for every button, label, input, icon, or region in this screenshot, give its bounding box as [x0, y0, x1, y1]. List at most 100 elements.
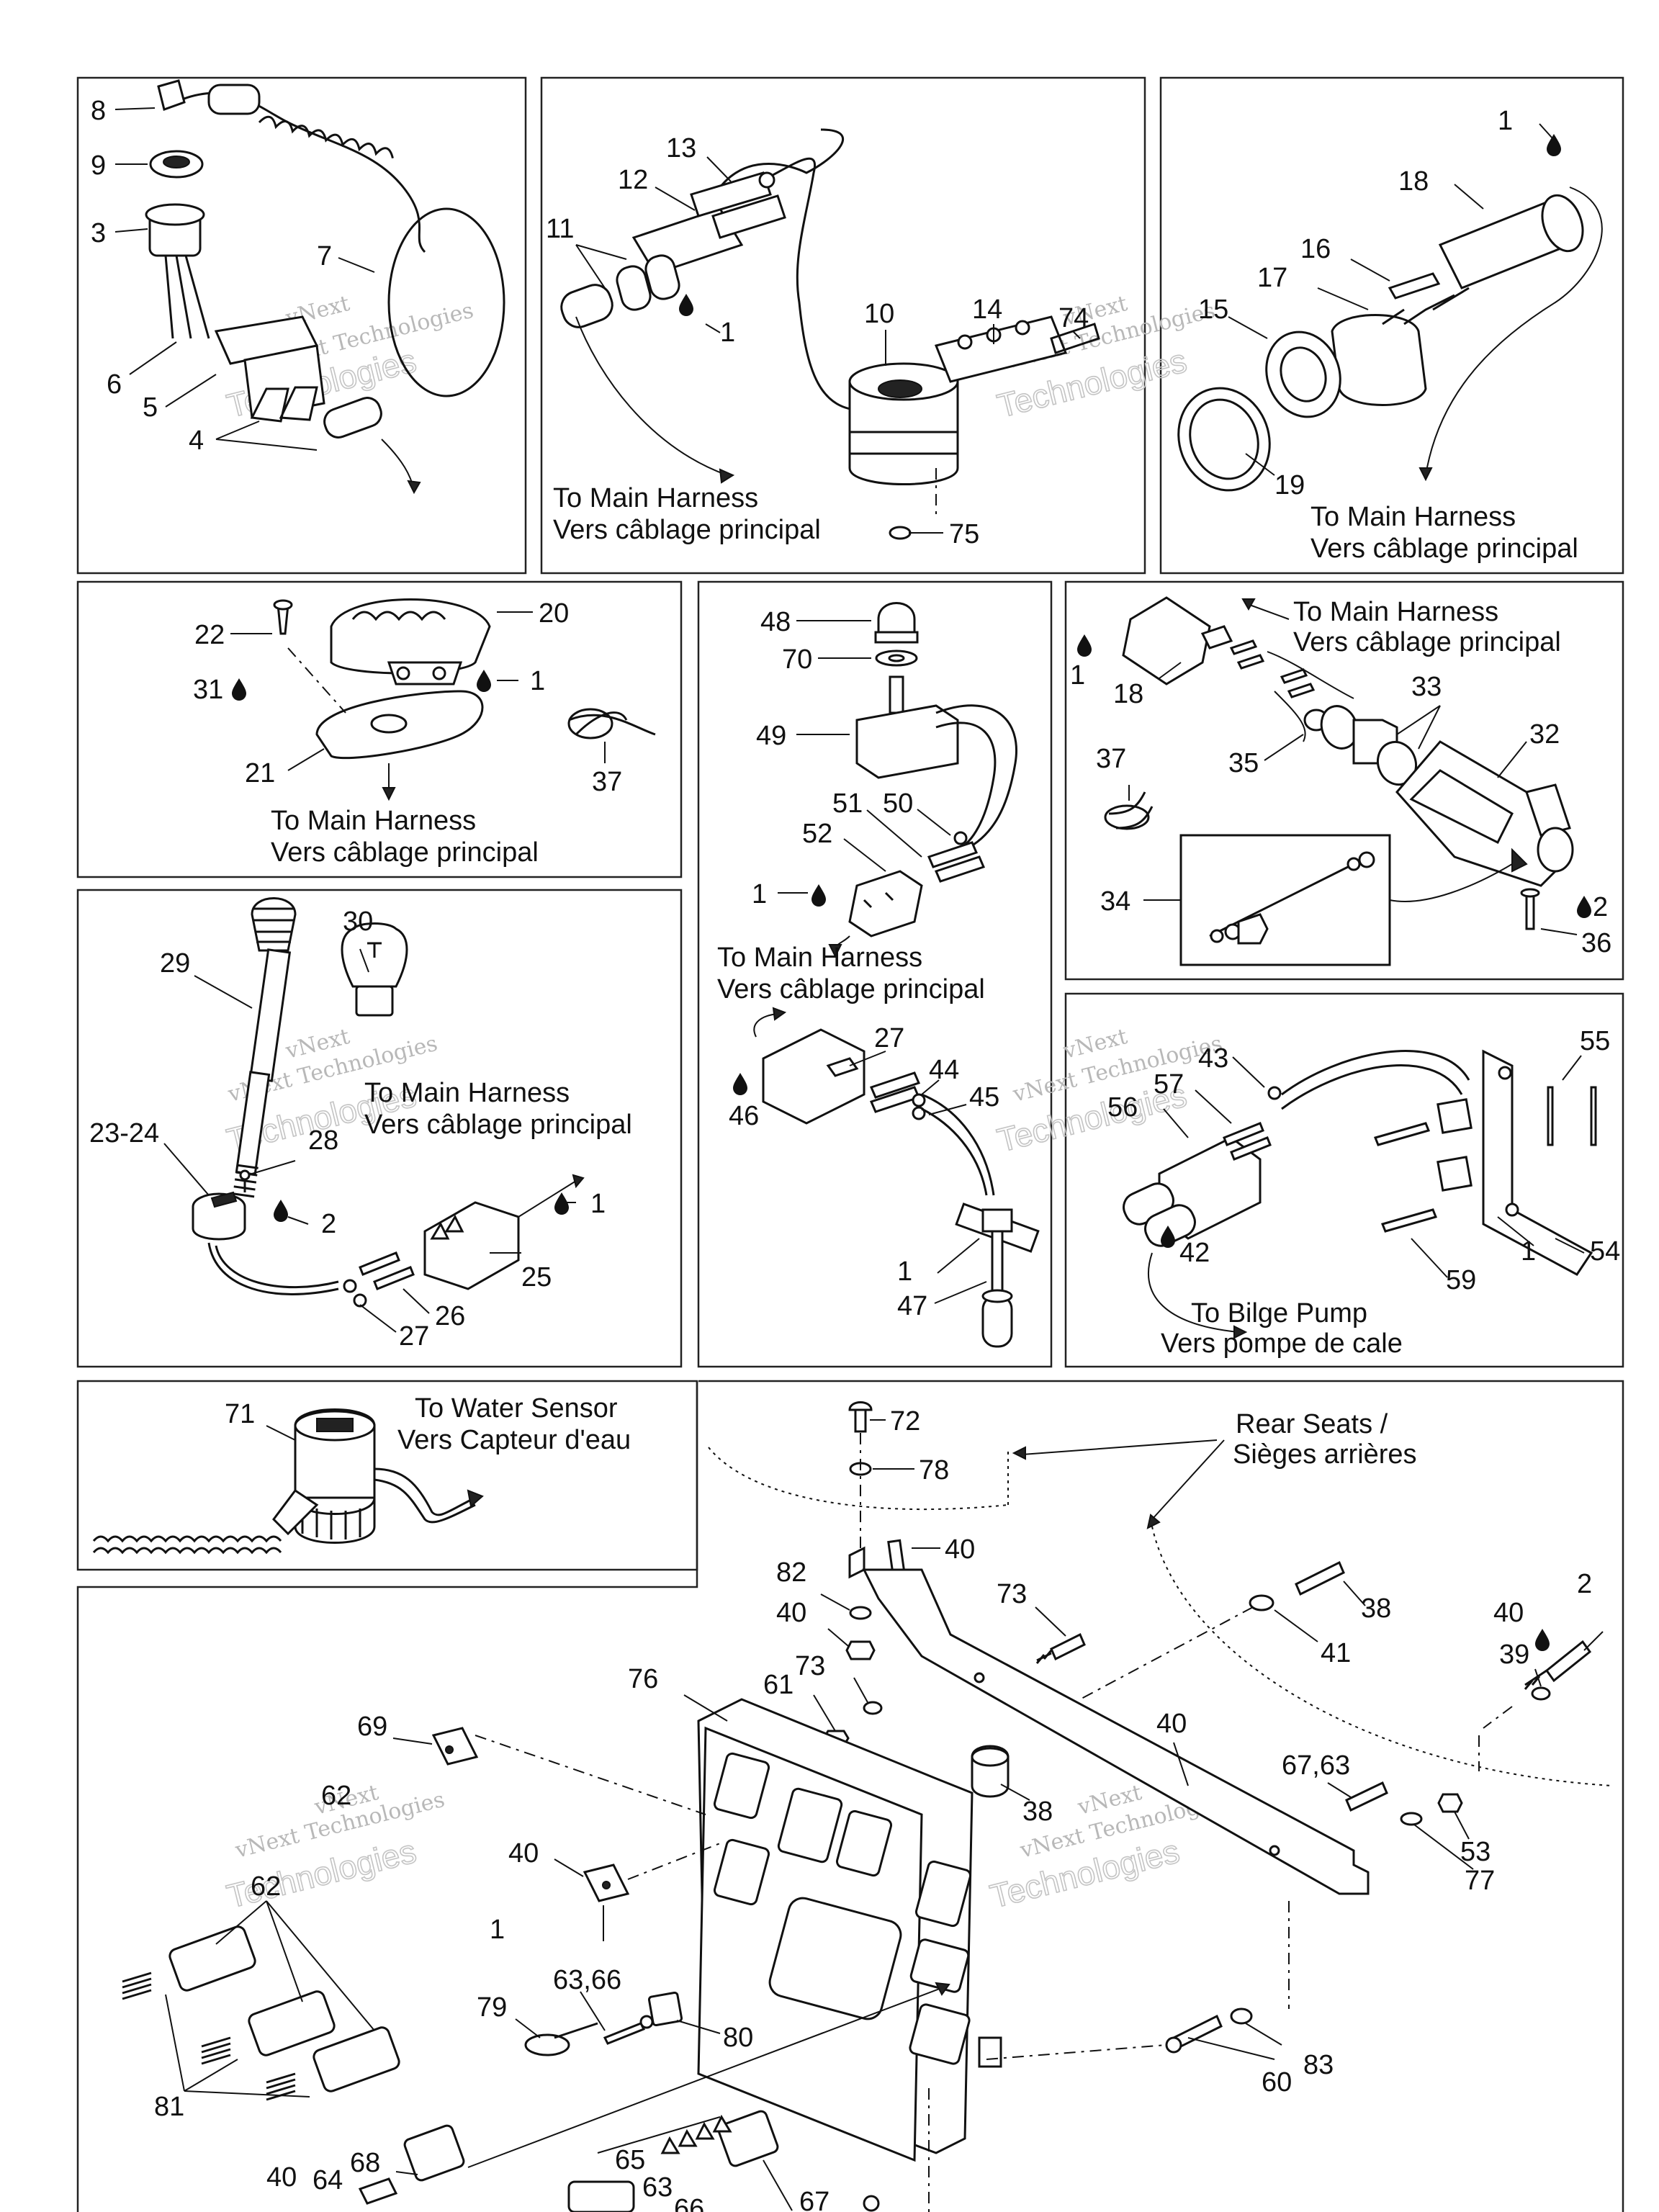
- callout-6: 6: [107, 369, 122, 400]
- callout-17: 17: [1257, 263, 1287, 293]
- callout-77: 53: [1460, 1837, 1491, 1867]
- callout-73: 40: [776, 1598, 806, 1628]
- callout-52: 52: [802, 819, 832, 849]
- callout-22: 22: [194, 620, 225, 650]
- callout-2: 40: [1493, 1598, 1524, 1628]
- callout-31: 31: [193, 675, 223, 705]
- callout-29: 29: [160, 948, 190, 979]
- callout-40: 83: [1303, 2050, 1334, 2080]
- callout-16: 16: [1300, 234, 1331, 264]
- panel-1-callouts: 8 9 3 7 6 5 4: [91, 96, 332, 456]
- callout-11: 11: [546, 214, 574, 244]
- panel-4-callouts: 22 20 31 1 21 37 To Main Harness Vers câ…: [193, 598, 622, 868]
- callout-1: 1: [530, 666, 545, 696]
- callout-44: 27: [874, 1023, 904, 1053]
- callout-40: 41: [1321, 1638, 1351, 1668]
- callout-34: 34: [1100, 886, 1130, 917]
- callout-41: 38: [1361, 1593, 1391, 1624]
- callout-57: 43: [1198, 1043, 1228, 1074]
- callout-80: 79: [477, 1992, 507, 2023]
- callout-23-24: 23-24: [89, 1118, 159, 1148]
- callout-38: 67,63: [1282, 1750, 1350, 1781]
- panel-6-callouts: 1 18 33 37 35 32 34 2 36 To Main Harness…: [1070, 597, 1611, 958]
- caption-vers-cablage: Vers câblage principal: [1310, 534, 1578, 564]
- callout-3: 3: [91, 218, 106, 248]
- panel-10-callouts: 72 78 40 82 40 73 38 41 40 2 39 76 61 73…: [154, 1406, 1592, 2212]
- callout-1: 1: [752, 879, 767, 909]
- horn-assembly: [560, 128, 1100, 540]
- caption-to-water-sensor: To Water Sensor: [415, 1393, 618, 1424]
- panel-2-callouts: 13 12 11 1 10 14 74 75 To Main Harness V…: [546, 133, 1089, 549]
- caption-vers-pompe: Vers pompe de cale: [1161, 1328, 1403, 1359]
- switch-assembly: [273, 598, 656, 801]
- callout-73: 61: [763, 1670, 793, 1700]
- caption-to-main-harness: To Main Harness: [271, 806, 476, 836]
- panel-navigation-light: [76, 889, 683, 1368]
- callout-64: 40: [266, 2162, 297, 2193]
- panel-5-callouts: 48 70 49 51 50 52 1 To Main Harness Vers…: [717, 607, 999, 1321]
- callout-62: 40: [508, 1838, 539, 1869]
- callout-19: 19: [1274, 470, 1305, 500]
- oil-drop-icon: [1077, 634, 1092, 657]
- callout-15: 15: [1198, 295, 1228, 325]
- callout-46: 45: [969, 1082, 999, 1112]
- panel-3-leaders: [1228, 123, 1553, 476]
- callout-12: 12: [618, 165, 648, 195]
- callout-55: 56: [1107, 1092, 1138, 1123]
- panel-8-leaders: [1163, 1055, 1585, 1278]
- callout-14: 14: [972, 295, 1002, 325]
- caption-to-main-harness: To Main Harness: [1293, 597, 1498, 627]
- callout-37: 37: [592, 767, 622, 797]
- callout-8: 8: [91, 96, 106, 126]
- panel-9-callouts: 71 To Water Sensor Vers Capteur d'eau: [225, 1393, 631, 1455]
- caption-vers-cablage: Vers câblage principal: [1293, 627, 1561, 657]
- socket-assembly: [1177, 134, 1603, 492]
- caption-vers-capteur: Vers Capteur d'eau: [397, 1425, 631, 1455]
- callout-48: 48: [760, 607, 791, 637]
- electrical-box-assembly: [122, 1401, 1614, 2212]
- oil-drop-icon: [232, 678, 246, 701]
- callout-28: 28: [308, 1125, 338, 1156]
- callout-83: 60: [1262, 2067, 1292, 2098]
- callout-66: 63: [642, 2172, 673, 2203]
- callout-1: 1: [1070, 660, 1085, 691]
- callout-56: 57: [1154, 1069, 1184, 1100]
- caption-vers-cablage: Vers câblage principal: [553, 515, 821, 545]
- callout-40: 78: [919, 1455, 949, 1485]
- callout-7: 7: [317, 241, 332, 271]
- caption-to-main-harness: To Main Harness: [717, 943, 922, 973]
- callout-27: 27: [399, 1321, 429, 1352]
- oil-drop-icon: [274, 1200, 288, 1222]
- callout-40: 82: [776, 1557, 806, 1588]
- callout-38: 73: [997, 1579, 1027, 1609]
- caption-vers-cablage: Vers câblage principal: [271, 837, 539, 868]
- panel-10-leaders: [165, 1419, 1604, 2211]
- callout-10: 10: [864, 299, 894, 329]
- panel-safety-lanyard: [76, 76, 527, 575]
- callout-1: 1: [590, 1189, 606, 1219]
- bilge-switch-assembly: [1123, 1049, 1597, 1339]
- oil-drop-icon: [811, 884, 826, 907]
- oil-drop-icon: [1577, 896, 1591, 918]
- callout-5: 5: [143, 392, 158, 423]
- callout-25: 25: [521, 1262, 552, 1292]
- panel-7-callouts: 30 29 23-24 28 2 1 25 26 27 To Main Harn…: [89, 907, 632, 1352]
- callout-71: 59: [1446, 1265, 1476, 1295]
- callout-65: 68: [350, 2148, 380, 2178]
- callout-1: 46: [729, 1101, 759, 1131]
- callout-78: 72: [890, 1406, 920, 1437]
- push-switch-assembly: [733, 602, 1040, 1348]
- callout-40: 73: [795, 1651, 825, 1681]
- oil-drop-icon: [1547, 134, 1561, 156]
- panel-1-leaders: [114, 107, 375, 451]
- connector-assembly: [1077, 596, 1591, 966]
- panel-5-leaders: [778, 620, 987, 1304]
- callout-51: 51: [832, 788, 863, 819]
- navigation-light-assembly: [192, 897, 585, 1308]
- callout-21: 21: [245, 758, 275, 788]
- harness-connectors: [122, 1925, 400, 2101]
- panel-3-callouts: 1 18 16 17 15 19 To Main Harness Vers câ…: [1198, 106, 1578, 564]
- panel-socket: [1159, 76, 1624, 575]
- callout-79: 63,66: [553, 1965, 621, 1995]
